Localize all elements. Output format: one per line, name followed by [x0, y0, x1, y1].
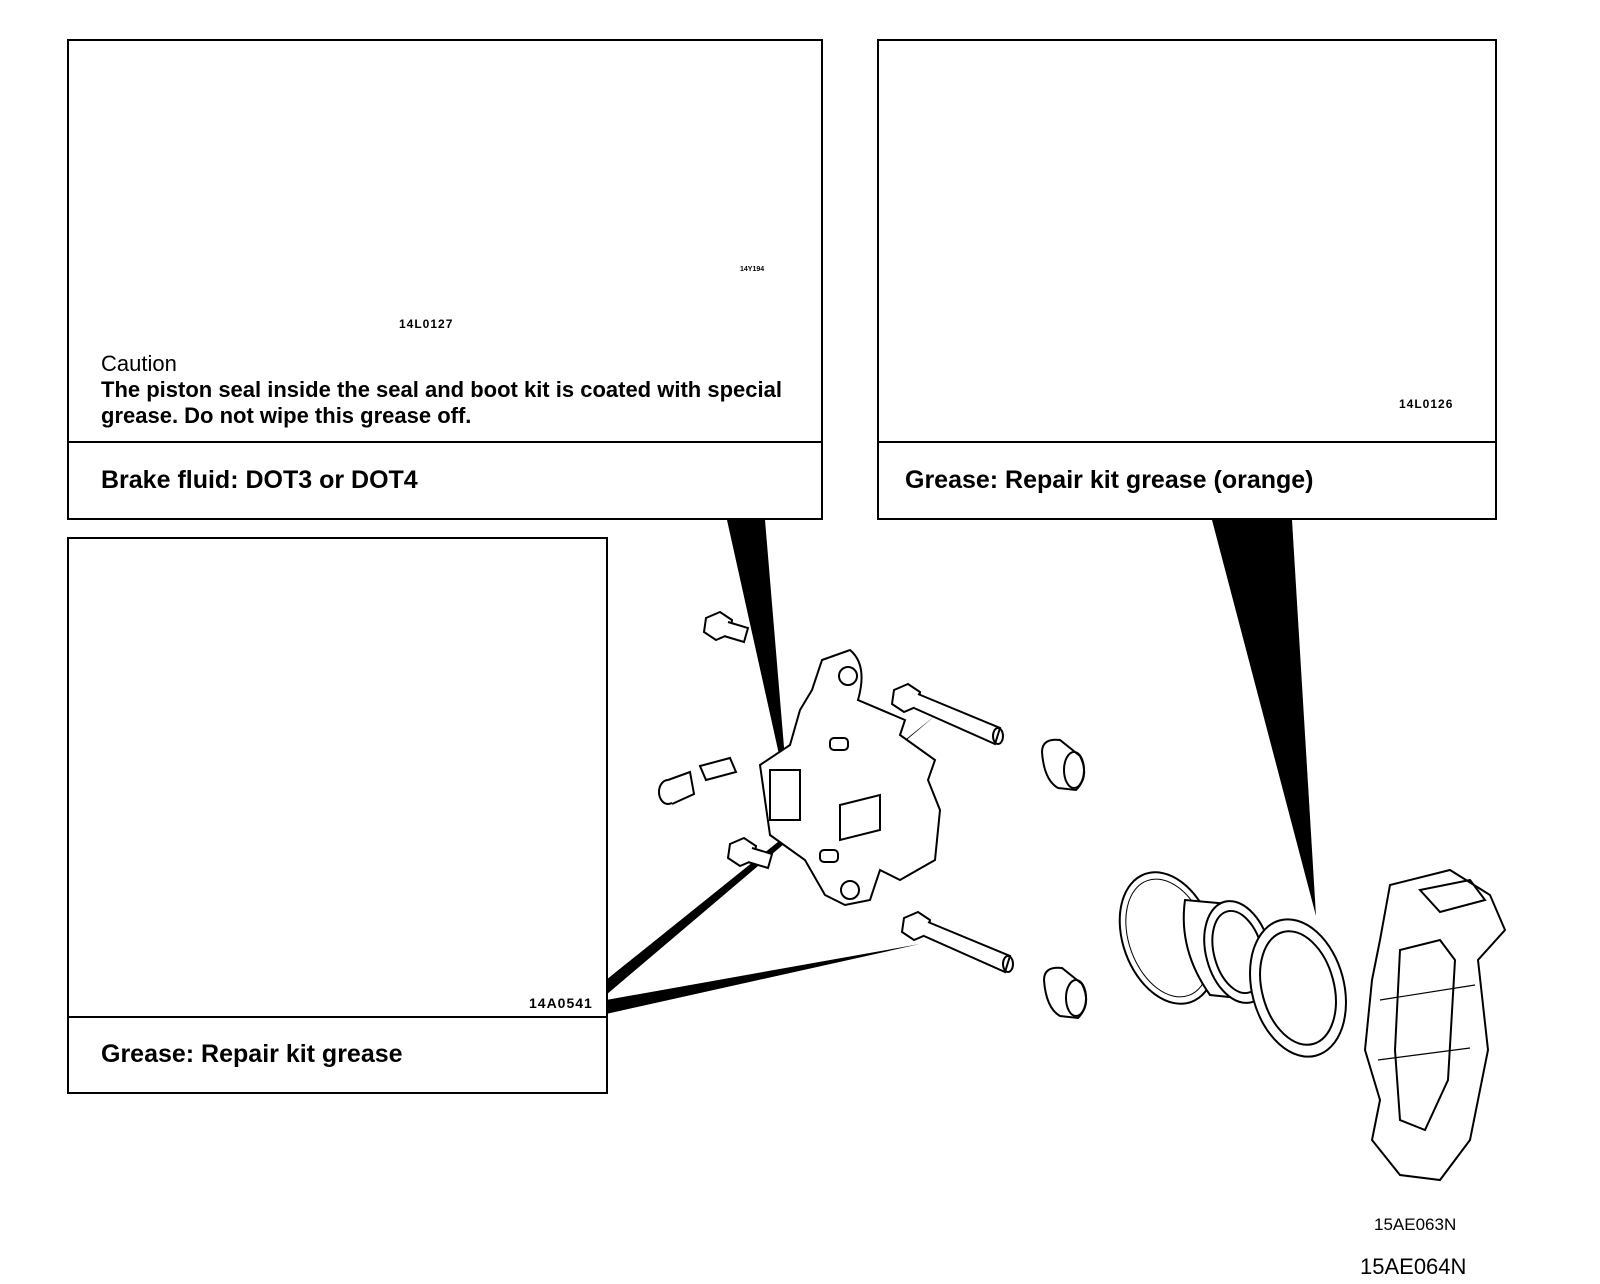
figure-code-14y194: 14Y194 — [740, 266, 765, 273]
figure-code-15ae064n: 15AE064N — [1360, 1254, 1467, 1279]
figure-code-14l0126: 14L0126 — [1399, 397, 1454, 411]
figure-code-15ae063n: 15AE063N — [1374, 1215, 1457, 1234]
caliper-support — [758, 648, 942, 907]
mounting-bolt-lower — [726, 836, 774, 870]
pin-boot-upper — [1040, 738, 1086, 792]
caliper-body — [1363, 868, 1507, 1182]
panel-footer-brake-fluid: Brake fluid: DOT3 or DOT4 — [69, 441, 821, 518]
figure-code-14a0541: 14A0541 — [529, 995, 593, 1011]
leader-wedge-orange-grease — [1212, 520, 1316, 916]
mounting-bolt-upper — [702, 610, 750, 644]
panel-orange-grease: 14L0126 Grease: Repair kit grease (orang… — [877, 39, 1497, 520]
leader-wedge-brake-fluid — [727, 520, 788, 795]
panel-footer-orange-grease: Grease: Repair kit grease (orange) — [879, 441, 1495, 518]
exploded-parts — [658, 610, 1507, 1182]
pin-boot-lower — [1042, 966, 1088, 1020]
piston-boot — [1249, 918, 1347, 1058]
guide-pin-lower — [900, 910, 1014, 974]
leader-wedge-pin-lower — [606, 944, 920, 1014]
panel-repair-kit-grease: 14A0541 Grease: Repair kit grease — [67, 537, 608, 1094]
bleeder-screw — [658, 756, 738, 805]
caution-title: Caution — [101, 351, 177, 376]
guide-pin-upper — [890, 682, 1004, 746]
panel-footer-repair-kit-grease: Grease: Repair kit grease — [69, 1016, 606, 1092]
panel-brake-fluid: 14L0127 14Y194 Caution The piston seal i… — [67, 39, 823, 520]
caution-text: The piston seal inside the seal and boot… — [101, 377, 782, 428]
figure-code-14l0127: 14L0127 — [399, 317, 454, 331]
